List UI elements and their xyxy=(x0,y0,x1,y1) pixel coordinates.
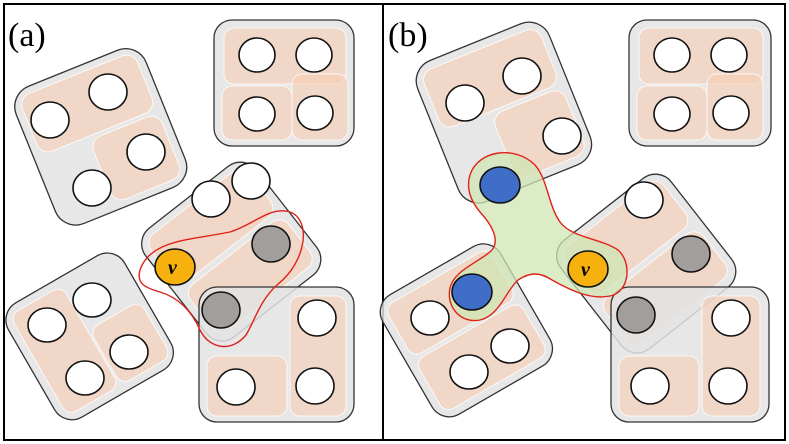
node xyxy=(296,95,334,131)
node-gray xyxy=(671,235,711,273)
highlight-outline xyxy=(138,210,304,348)
node xyxy=(710,37,748,73)
node xyxy=(295,37,333,73)
node xyxy=(238,37,276,73)
node xyxy=(445,84,485,122)
node-v xyxy=(154,248,196,286)
node xyxy=(624,181,664,219)
node xyxy=(410,300,450,336)
node xyxy=(27,307,67,343)
node xyxy=(653,37,691,73)
node xyxy=(630,367,670,405)
node-blue xyxy=(451,273,493,311)
node-v xyxy=(567,250,609,288)
node xyxy=(231,162,271,200)
node xyxy=(191,180,231,218)
group-b-topright xyxy=(628,19,772,147)
node xyxy=(295,367,335,405)
node-v-label: v xyxy=(581,259,591,281)
panel-a: (a) xyxy=(3,3,384,441)
node xyxy=(216,368,256,406)
node-blue xyxy=(479,166,521,204)
panel-a-label: (a) xyxy=(8,17,46,54)
node xyxy=(708,367,748,405)
node xyxy=(72,169,112,207)
node xyxy=(126,133,166,171)
group-b-topmid xyxy=(415,21,593,204)
node xyxy=(449,354,489,390)
node-v-label: v xyxy=(168,257,178,279)
node xyxy=(238,96,276,132)
node xyxy=(30,101,70,139)
node xyxy=(542,117,582,155)
node xyxy=(490,328,530,364)
node xyxy=(65,360,105,396)
node xyxy=(502,57,542,95)
node-gray xyxy=(251,225,291,263)
group-a-topright xyxy=(213,19,355,147)
node-gray xyxy=(616,296,656,334)
node xyxy=(653,96,691,132)
panel-b-label: (b) xyxy=(388,17,428,54)
node xyxy=(711,299,751,337)
node-gray xyxy=(201,291,241,329)
node xyxy=(88,73,128,111)
node xyxy=(712,95,750,131)
node xyxy=(72,282,112,318)
node xyxy=(109,334,149,370)
panel-b: (b) xyxy=(379,3,786,441)
node xyxy=(297,299,337,337)
